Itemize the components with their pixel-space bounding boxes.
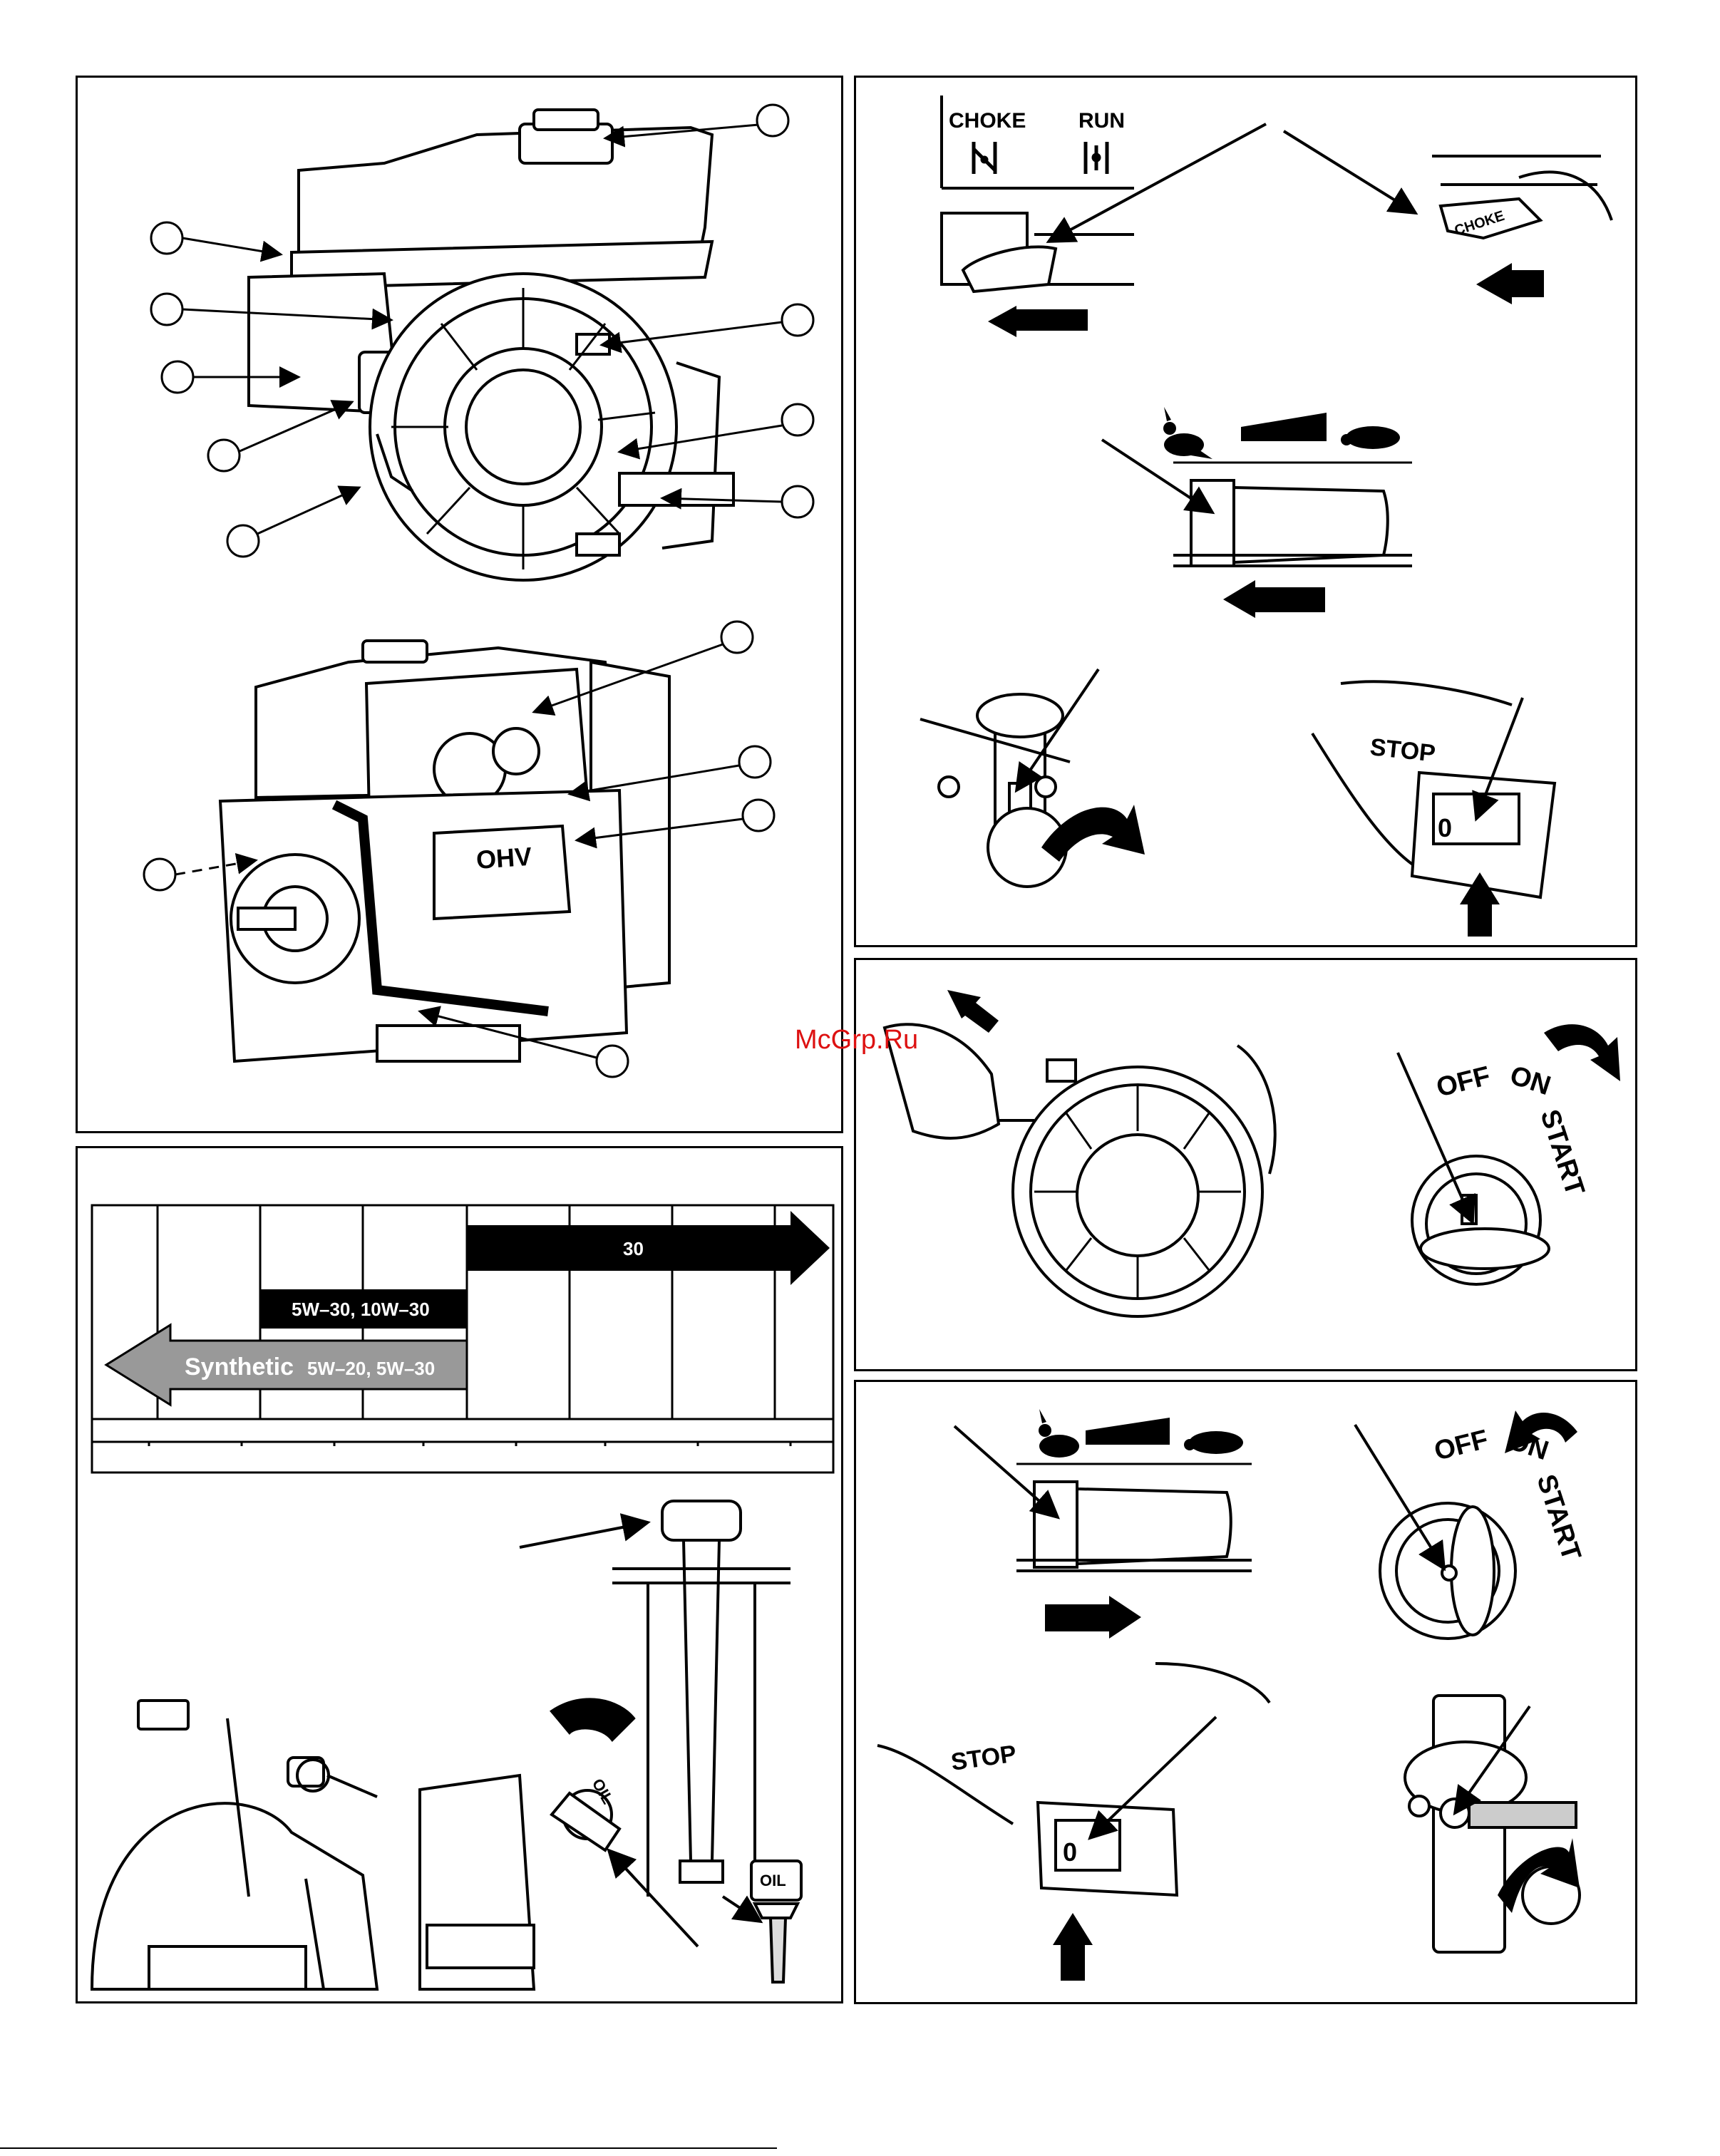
key-start-label: START bbox=[1530, 1471, 1586, 1564]
stopping-panel: OFF ON START STOP 0 bbox=[854, 1380, 1637, 2004]
pull-direction-arrow-icon bbox=[947, 990, 999, 1033]
fast-rabbit-icon bbox=[1039, 1409, 1079, 1458]
callout-pto-shaft bbox=[144, 859, 175, 890]
ignition-key-switch bbox=[1355, 1425, 1515, 1639]
engine-features-panel: OHV bbox=[76, 76, 843, 1133]
start-controls-panel: CHOKE RUN CHOKE bbox=[854, 76, 1637, 947]
starting-panel: OFF ON START bbox=[854, 958, 1637, 1371]
watermark: McGrp.Ru bbox=[795, 1025, 918, 1056]
callout-spark-plug bbox=[739, 746, 771, 778]
starting-drawings: OFF ON START bbox=[856, 960, 1639, 1373]
callout-fuel-valve bbox=[151, 222, 182, 254]
switch-zero-label: 0 bbox=[1438, 813, 1452, 842]
key-off-label: OFF bbox=[1433, 1061, 1493, 1103]
key-start-label: START bbox=[1534, 1106, 1590, 1200]
callout-fuel-cap bbox=[757, 105, 788, 136]
fast-rabbit-icon bbox=[1163, 407, 1212, 459]
choke-symbol-icon bbox=[974, 142, 995, 174]
speed-wedge-icon bbox=[1086, 1418, 1170, 1445]
engine-rear-view bbox=[220, 641, 669, 1061]
engine-front-view bbox=[249, 110, 733, 580]
switch-zero-label: 0 bbox=[1063, 1837, 1077, 1867]
choke-label: CHOKE bbox=[949, 109, 1026, 133]
engine-drawings: OHV bbox=[78, 78, 845, 1135]
stop-label: STOP bbox=[949, 1740, 1018, 1775]
choke-left-arrow-icon bbox=[988, 306, 1088, 337]
oil-check-drawings: OIL OIL bbox=[78, 1148, 845, 2006]
oil-panel: 30 5W–30, 10W–30 Synthetic 5W–20, 5W–30 bbox=[76, 1146, 843, 2003]
choke-lever-arrow-icon bbox=[1476, 263, 1544, 304]
throttle-right-arrow-icon bbox=[1045, 1596, 1141, 1639]
callout-drain-plug bbox=[227, 525, 259, 557]
key-on-label: ON bbox=[1506, 1061, 1554, 1102]
callout-throttle bbox=[208, 440, 240, 471]
slow-turtle-icon bbox=[1184, 1431, 1243, 1454]
valve-rotate-arrow-icon bbox=[1041, 805, 1145, 862]
ohv-badge: OHV bbox=[475, 842, 533, 875]
bottom-rule bbox=[0, 2147, 777, 2149]
run-symbol-icon bbox=[1086, 142, 1107, 174]
key-clockwise-arrow-icon bbox=[1544, 1024, 1620, 1081]
key-off-label: OFF bbox=[1431, 1425, 1491, 1467]
callout-oil-drain bbox=[743, 800, 774, 831]
callout-air-cleaner bbox=[162, 361, 193, 393]
slow-turtle-icon bbox=[1341, 426, 1400, 449]
callout-ignition bbox=[782, 304, 813, 336]
dipstick-text: OIL bbox=[760, 1872, 786, 1889]
run-label: RUN bbox=[1078, 109, 1125, 133]
switch-push-arrow-icon bbox=[1053, 1913, 1093, 1981]
stop-label: STOP bbox=[1369, 733, 1436, 767]
callout-muffler bbox=[721, 621, 753, 653]
callout-recoil bbox=[782, 404, 813, 435]
start-controls-drawings: CHOKE RUN CHOKE bbox=[856, 78, 1639, 949]
throttle-left-arrow-icon bbox=[1223, 580, 1325, 618]
callout-oil-filler-bottom bbox=[597, 1046, 628, 1077]
callout-choke bbox=[151, 294, 182, 325]
stopping-drawings: OFF ON START STOP 0 bbox=[856, 1382, 1639, 2006]
callout-oil-fill bbox=[782, 486, 813, 517]
speed-wedge-icon bbox=[1241, 413, 1327, 441]
